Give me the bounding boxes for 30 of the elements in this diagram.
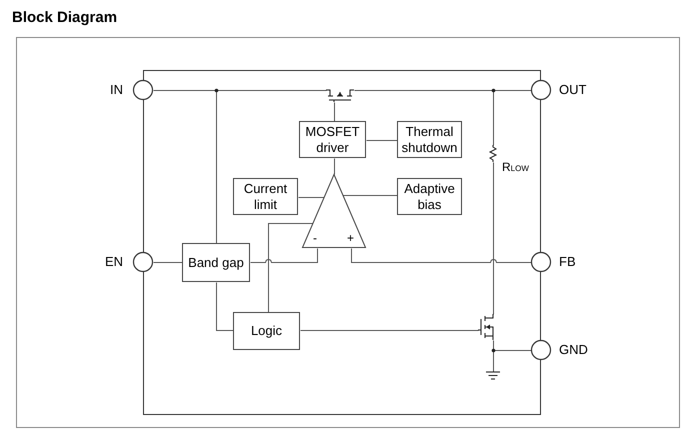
block-box: Band gap — [182, 243, 250, 282]
wire — [298, 197, 325, 198]
pin-label: IN — [110, 82, 123, 97]
pin-label: EN — [104, 254, 123, 269]
block-box: MOSFET driver — [299, 121, 366, 158]
wire — [334, 158, 335, 175]
wire — [216, 282, 234, 331]
wire — [343, 195, 398, 196]
wire — [300, 330, 479, 331]
block-box: Adaptive bias — [397, 178, 462, 215]
wire — [366, 140, 398, 141]
wire — [153, 262, 183, 263]
wire — [493, 162, 494, 315]
diagram-title: Block Diagram — [12, 9, 118, 26]
wire — [250, 248, 318, 263]
pin-label: OUT — [559, 82, 586, 97]
wire — [334, 102, 335, 122]
pin-label: GND — [559, 342, 588, 357]
wire — [153, 90, 217, 244]
block-box: Current limit — [233, 178, 298, 215]
wire — [351, 248, 532, 263]
wire — [493, 340, 494, 372]
pin-label: FB — [559, 254, 576, 269]
input-sign: + — [347, 232, 354, 244]
chip-outline — [143, 70, 541, 415]
wire — [493, 90, 532, 146]
block-box: Thermal shutdown — [397, 121, 462, 158]
block-box: Logic — [233, 312, 300, 350]
input-sign: - — [313, 232, 317, 244]
wire — [268, 223, 314, 313]
